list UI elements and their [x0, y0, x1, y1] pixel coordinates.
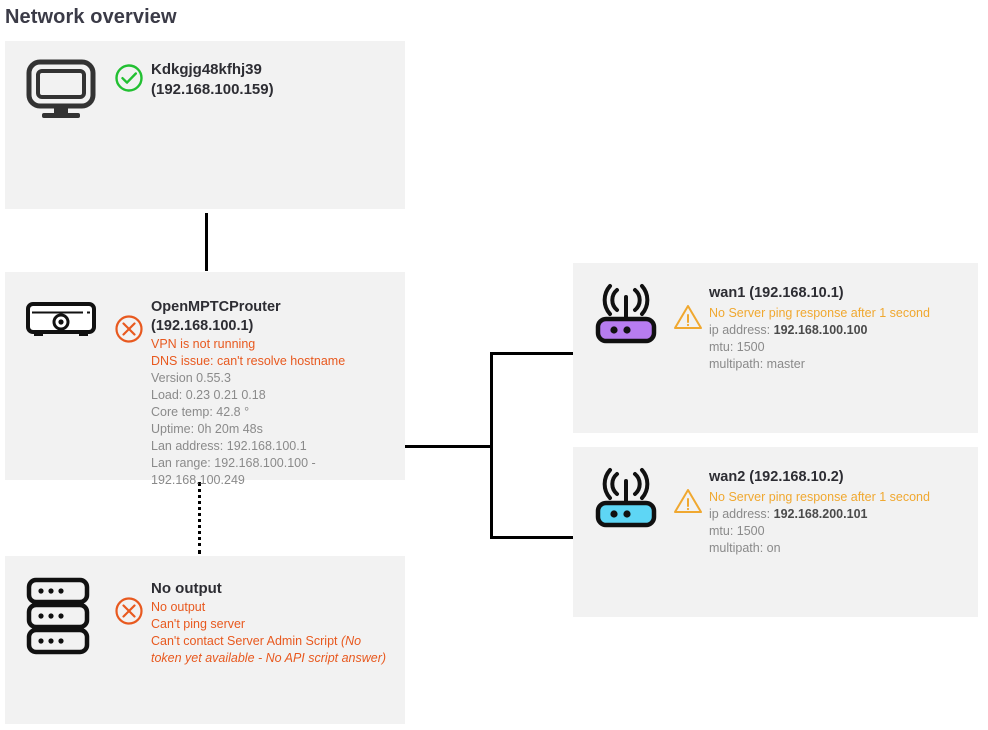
modem-icon [5, 286, 107, 340]
connector-to-wan2 [490, 536, 576, 539]
node-card-server[interactable]: No output No output Can't ping server Ca… [5, 556, 405, 724]
node-card-wan2[interactable]: wan2 (192.168.10.2) No Server ping respo… [573, 447, 978, 617]
wan2-details: wan2 (192.168.10.2) No Server ping respo… [709, 461, 978, 557]
wan2-multipath: multipath: on [709, 541, 781, 555]
check-circle-icon [107, 55, 151, 93]
wan1-details: wan1 (192.168.10.1) No Server ping respo… [709, 277, 978, 373]
connector-router-to-wan-trunk [405, 445, 493, 448]
server-status-ping: Can't ping server [151, 617, 246, 631]
wan2-ip-value: 192.168.200.101 [773, 507, 868, 521]
router-uptime: Uptime: 0h 20m 48s [151, 422, 263, 436]
wan1-multipath: multipath: master [709, 357, 805, 371]
connector-client-to-router [205, 213, 208, 271]
server-status-admin-script: Can't contact Server Admin Script (No to… [151, 633, 387, 667]
router-version: Version 0.55.3 [151, 371, 231, 385]
connector-router-to-server-dotted [198, 482, 204, 554]
wan1-ip-value: 192.168.100.100 [773, 323, 868, 337]
node-card-wan1[interactable]: wan1 (192.168.10.1) No Server ping respo… [573, 263, 978, 433]
wan1-mtu: mtu: 1500 [709, 340, 765, 354]
monitor-icon [5, 55, 107, 121]
wan1-warning: No Server ping response after 1 second [709, 306, 930, 320]
router-lan-address: Lan address: 192.168.100.1 [151, 439, 307, 453]
warning-triangle-icon [667, 461, 709, 515]
warning-triangle-icon [667, 277, 709, 331]
server-details: No output No output Can't ping server Ca… [151, 570, 405, 667]
router-load: Load: 0.23 0.21 0.18 [151, 388, 266, 402]
node-card-client[interactable]: Kdkgjg48kfhj39 (192.168.100.159) [5, 41, 405, 209]
page-title: Network overview [5, 6, 177, 28]
error-circle-icon [107, 286, 151, 344]
client-details: Kdkgjg48kfhj39 (192.168.100.159) [151, 55, 405, 100]
wifi-router-icon [573, 461, 667, 529]
error-circle-icon [107, 570, 151, 626]
wan2-ip-label: ip address: [709, 507, 774, 521]
wan2-ip: ip address: 192.168.200.101 [709, 506, 966, 523]
client-hostname: Kdkgjg48kfhj39 [151, 61, 262, 78]
router-ip: (192.168.100.1) [151, 318, 254, 334]
client-ip: (192.168.100.159) [151, 81, 274, 98]
router-details: OpenMPTCProuter (192.168.100.1) VPN is n… [151, 286, 405, 489]
router-status-dns: DNS issue: can't resolve hostname [151, 354, 346, 368]
server-admin-detail: (No token yet available - No API script … [151, 634, 387, 665]
wifi-router-icon [573, 277, 667, 345]
server-stack-icon [5, 570, 107, 656]
wan2-title: wan2 (192.168.10.2) [709, 469, 844, 485]
wan1-title: wan1 (192.168.10.1) [709, 285, 844, 301]
server-admin-main: Can't contact Server Admin Script [151, 634, 341, 648]
wan1-ip: ip address: 192.168.100.100 [709, 322, 966, 339]
router-status-vpn: VPN is not running [151, 337, 256, 351]
router-core-temp: Core temp: 42.8 ° [151, 405, 250, 419]
node-card-router[interactable]: OpenMPTCProuter (192.168.100.1) VPN is n… [5, 272, 405, 487]
wan1-ip-label: ip address: [709, 323, 774, 337]
server-status-output: No output [151, 600, 206, 614]
connector-wan-spine [490, 352, 493, 539]
router-name: OpenMPTCProuter [151, 299, 281, 315]
server-title: No output [151, 580, 222, 597]
wan2-warning: No Server ping response after 1 second [709, 490, 930, 504]
wan2-mtu: mtu: 1500 [709, 524, 765, 538]
router-lan-range: Lan range: 192.168.100.100 - 192.168.100… [151, 456, 316, 487]
connector-to-wan1 [490, 352, 576, 355]
